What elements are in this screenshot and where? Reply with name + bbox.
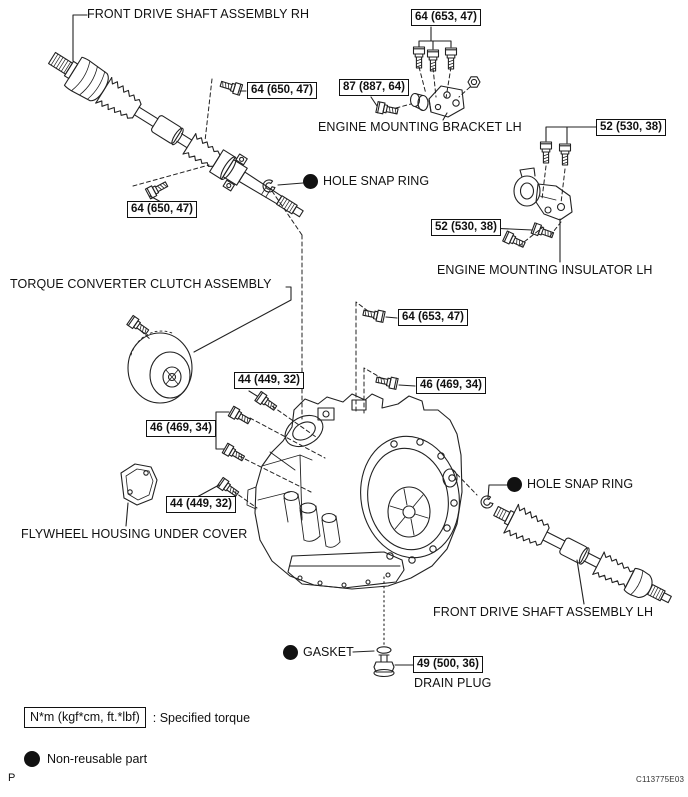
non-reusable-dot-icon (507, 477, 522, 492)
rh-drive-shaft-drawing (48, 51, 304, 218)
non-reusable-dot-icon (303, 174, 318, 189)
torque-spec-bracket-bolts: 64 (653, 47) (411, 9, 482, 26)
label-front-drive-shaft-lh: FRONT DRIVE SHAFT ASSEMBLY LH (433, 605, 654, 619)
label-drain-plug: DRAIN PLUG (414, 676, 492, 690)
dashed-assembly-lines (132, 66, 566, 509)
torque-spec-drain-plug: 49 (500, 36) (413, 656, 484, 673)
engine-mounting-bracket-drawing (409, 85, 465, 118)
nut-icon (467, 76, 481, 88)
torque-spec-case-44-lower: 44 (449, 32) (166, 496, 237, 513)
torque-spec-bracket-through-bolt: 87 (887, 64) (339, 79, 410, 96)
torque-spec-case-46-left: 46 (469, 34) (146, 420, 217, 437)
label-flywheel-housing-under-cover: FLYWHEEL HOUSING UNDER COVER (21, 527, 248, 541)
label-hole-snap-ring-upper: HOLE SNAP RING (303, 174, 429, 189)
torque-converter-drawing (127, 330, 193, 404)
page-letter: P (8, 772, 16, 784)
lh-drive-shaft-drawing (493, 503, 672, 604)
torque-unit-box: N*m (kgf*cm, ft.*lbf) (24, 707, 146, 728)
non-reusable-dot-icon (24, 751, 40, 767)
label-front-drive-shaft-rh: FRONT DRIVE SHAFT ASSEMBLY RH (87, 7, 310, 21)
non-reusable-dot-icon (283, 645, 298, 660)
label-hole-snap-ring-lower: HOLE SNAP RING (507, 477, 633, 492)
torque-spec-case-upper-bolt: 64 (653, 47) (398, 309, 469, 326)
torque-spec-insulator-upper: 52 (530, 38) (596, 119, 667, 136)
torque-spec-shaft-rh-lower: 64 (650, 47) (127, 201, 198, 218)
torque-spec-insulator-side: 52 (530, 38) (431, 219, 502, 236)
non-reusable-legend: Non-reusable part (24, 751, 147, 767)
flywheel-under-cover-drawing (120, 463, 158, 506)
torque-spec-shaft-rh-upper: 64 (650, 47) (247, 82, 318, 99)
figure-code: C113775E03 (636, 775, 685, 784)
drain-plug-icon (373, 654, 395, 678)
torque-legend-description: : Specified torque (152, 710, 251, 725)
label-torque-converter-clutch-assembly: TORQUE CONVERTER CLUTCH ASSEMBLY (10, 277, 272, 291)
torque-spec-case-44-upper: 44 (449, 32) (234, 372, 305, 389)
torque-legend: N*m (kgf*cm, ft.*lbf) : Specified torque (24, 707, 250, 728)
torque-spec-case-mid-bolt: 46 (469, 34) (416, 377, 487, 394)
transaxle-drawing (246, 393, 463, 590)
gasket-icon (376, 646, 392, 654)
leader-lines (72, 14, 597, 666)
label-gasket: GASKET (283, 645, 354, 660)
label-engine-mounting-bracket-lh: ENGINE MOUNTING BRACKET LH (318, 120, 522, 134)
label-engine-mounting-insulator-lh: ENGINE MOUNTING INSULATOR LH (437, 263, 653, 277)
non-reusable-legend-label: Non-reusable part (47, 752, 148, 766)
snap-ring-lower-icon (478, 494, 495, 511)
